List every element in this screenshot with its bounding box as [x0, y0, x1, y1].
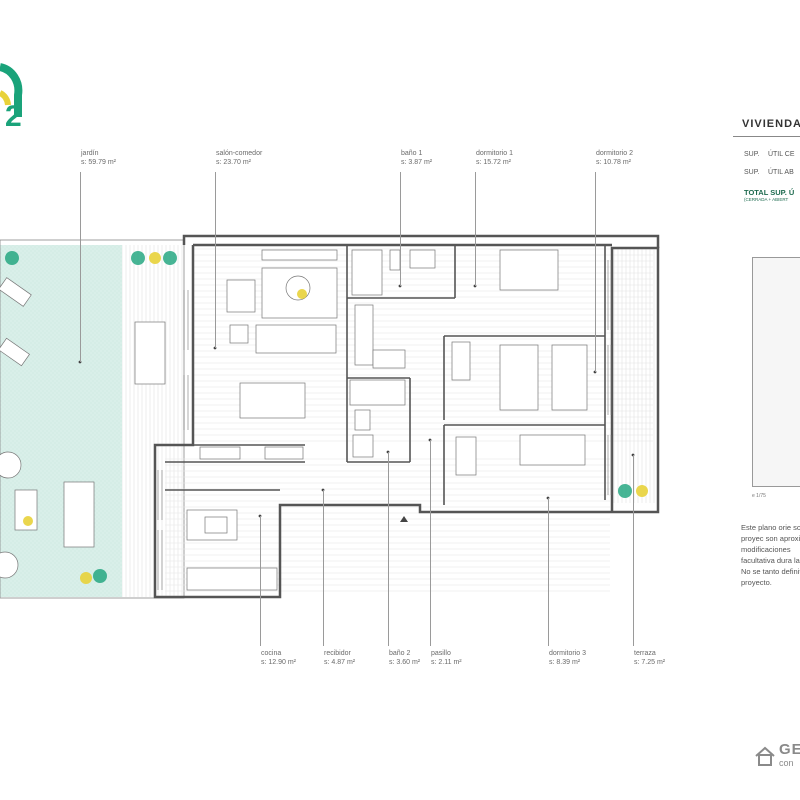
leader-dorm2 [595, 172, 596, 372]
leader-dorm1 [475, 172, 476, 286]
room-name: baño 2 [389, 650, 411, 657]
summary-row: SUP. ÚTIL CE [744, 151, 795, 158]
leader-jardin [80, 172, 81, 362]
room-label-dorm2: dormitorio 2 s: 10.78 m² [596, 149, 633, 167]
entrance-arrow [400, 516, 408, 522]
plants [5, 251, 648, 584]
room-name: salón-comedor [216, 150, 263, 157]
room-area: s: 15.72 m² [476, 159, 512, 166]
title-divider [733, 136, 800, 137]
vivienda-title: VIVIENDA [742, 118, 800, 130]
summary-total: TOTAL SUP. Ú [744, 188, 795, 197]
summary-total-sub: (CERRADA + ABIERT [744, 197, 789, 202]
room-label-terraza: terraza s: 7.25 m² [634, 649, 665, 667]
terraza-deck [613, 248, 655, 503]
room-area: s: 2.11 m² [431, 659, 462, 666]
interior-walls [165, 245, 606, 505]
room-label-dorm3: dormitorio 3 s: 8.39 m² [549, 649, 586, 667]
room-area: s: 7.25 m² [634, 659, 666, 666]
disclaimer-note: Este plano orie sobre el proyec son apro… [741, 523, 800, 587]
brand-name: GE [779, 741, 800, 758]
summary-row-key: SUP. [744, 169, 760, 176]
logo-arc-yellow [0, 90, 11, 106]
fixtures [349, 249, 588, 476]
leader-pasillo [430, 440, 431, 646]
room-name: jardín [81, 150, 99, 157]
summary-row-value: ÚTIL AB [767, 169, 794, 176]
room-name: dormitorio 1 [476, 150, 513, 157]
logo-digit: 2 [5, 100, 22, 133]
leader-terraza [633, 455, 634, 646]
room-area: s: 59.79 m² [81, 159, 117, 166]
room-name: pasillo [431, 650, 451, 657]
leader-salon [215, 172, 216, 348]
house-icon [755, 746, 775, 766]
room-label-recibidor: recibidor s: 4.87 m² [324, 649, 355, 667]
leader-dorm3 [548, 498, 549, 646]
outer-walls [153, 234, 660, 599]
brand-sub: con [779, 758, 794, 768]
leader-cocina [260, 516, 261, 646]
room-area: s: 4.87 m² [324, 659, 356, 666]
summary-row-key: SUP. [744, 151, 760, 158]
key-plan-thumbnail [752, 257, 800, 487]
room-label-salon: salón-comedor s: 23.70 m² [216, 149, 262, 167]
floor-plan [0, 234, 660, 599]
room-name: cocina [261, 650, 282, 657]
logo-mark [0, 63, 23, 117]
room-name: dormitorio 2 [596, 150, 633, 157]
room-name: terraza [634, 650, 656, 657]
room-name: baño 1 [401, 150, 423, 157]
summary-row-value: ÚTIL CE [767, 151, 795, 158]
room-label-pasillo: pasillo s: 2.11 m² [431, 649, 462, 667]
scale-text: e 1/75 [752, 493, 766, 499]
room-label-bano2: baño 2 s: 3.60 m² [389, 649, 420, 667]
leader-bano2 [388, 452, 389, 646]
leader-recibidor [323, 490, 324, 646]
room-label-cocina: cocina s: 12.90 m² [261, 649, 296, 667]
room-area: s: 12.90 m² [261, 659, 297, 666]
room-name: recibidor [324, 650, 351, 657]
room-label-jardin: jardín s: 59.79 m² [81, 149, 116, 167]
leader-bano1 [400, 172, 401, 286]
room-label-bano1: baño 1 s: 3.87 m² [401, 149, 432, 167]
windows [157, 260, 612, 590]
summary-row: SUP. ÚTIL AB [744, 169, 794, 176]
room-label-dorm1: dormitorio 1 s: 15.72 m² [476, 149, 513, 167]
room-area: s: 10.78 m² [596, 159, 632, 166]
living-furniture [226, 249, 338, 419]
room-name: dormitorio 3 [549, 650, 586, 657]
room-area: s: 23.70 m² [216, 159, 252, 166]
room-area: s: 3.87 m² [401, 159, 433, 166]
logo-arc-green [0, 63, 23, 117]
kitchen-furniture [186, 446, 304, 591]
room-area: s: 8.39 m² [549, 659, 581, 666]
room-area: s: 3.60 m² [389, 659, 421, 666]
